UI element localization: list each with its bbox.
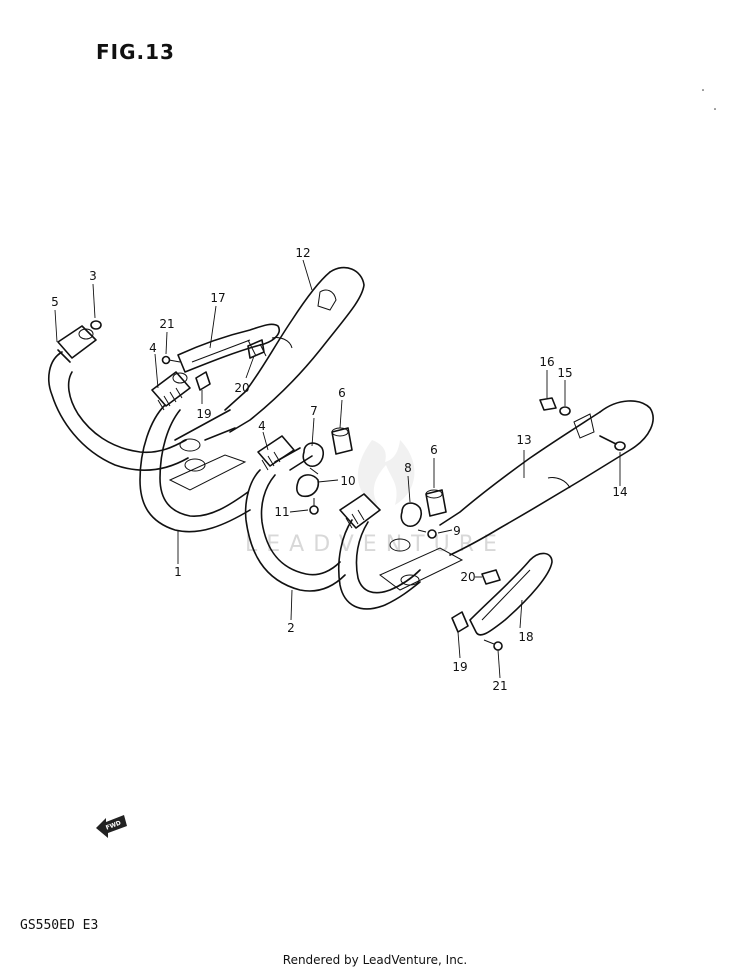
callout-14: 14 <box>612 485 627 499</box>
collar-part-6-upper <box>331 427 353 455</box>
nut-part-16 <box>539 397 557 411</box>
callout-4-middle: 4 <box>258 419 266 433</box>
speck <box>702 89 704 91</box>
callout-21-lower: 21 <box>492 679 507 693</box>
callout-4-left: 4 <box>149 341 157 355</box>
clamp-part-7 <box>302 442 325 475</box>
watermark-logo <box>357 440 415 505</box>
fwd-arrow-icon: FWD <box>96 815 127 838</box>
callout-12: 12 <box>295 246 310 260</box>
speck <box>714 108 716 110</box>
callout-9: 9 <box>453 524 461 538</box>
callout-20-upper: 20 <box>234 381 249 395</box>
callout-8: 8 <box>404 461 412 475</box>
flange-part-4-middle <box>257 435 295 471</box>
bolt-part-21-lower <box>483 639 503 651</box>
collar-part-6-lower <box>425 489 447 517</box>
figure-title: FIG.13 <box>96 40 175 64</box>
exhaust-pipe-right <box>337 519 464 610</box>
clamp-part-20-upper <box>247 339 265 359</box>
muffler-part-13 <box>439 400 654 556</box>
footer-credit: Rendered by LeadVenture, Inc. <box>282 953 468 967</box>
muffler-part-12 <box>224 266 365 433</box>
gasket-part-3 <box>90 320 102 330</box>
callout-20-lower: 20 <box>460 570 475 584</box>
callout-labels: 5 3 4 21 17 20 19 12 6 7 4 10 11 1 2 8 6… <box>51 246 627 693</box>
exhaust-pipe-2 <box>244 447 346 592</box>
clamp-part-20-lower <box>481 569 501 585</box>
callout-10: 10 <box>340 474 355 488</box>
callout-19-lower: 19 <box>452 660 467 674</box>
flange-part-4-left <box>151 371 191 411</box>
bolt-part-14 <box>599 435 626 451</box>
callout-7: 7 <box>310 404 318 418</box>
callout-11: 11 <box>274 505 289 519</box>
bolt-part-21-upper <box>161 355 181 365</box>
callout-6-lower: 6 <box>430 443 438 457</box>
callout-2: 2 <box>287 621 295 635</box>
flange-part-4-right <box>339 493 381 529</box>
callout-3: 3 <box>89 269 97 283</box>
callout-15: 15 <box>557 366 572 380</box>
bolt-part-11 <box>309 498 319 515</box>
callout-19-upper: 19 <box>196 407 211 421</box>
clamp-part-8 <box>400 502 423 527</box>
clamp-part-10 <box>296 474 320 498</box>
callout-17: 17 <box>210 291 225 305</box>
washer-part-15 <box>559 406 571 416</box>
heat-shield-part-18 <box>469 552 553 636</box>
callout-21-upper: 21 <box>159 317 174 331</box>
clamp-part-19-upper <box>195 371 211 391</box>
callout-6-upper: 6 <box>338 386 346 400</box>
callout-18: 18 <box>518 630 533 644</box>
model-code: GS550ED E3 <box>20 918 99 933</box>
bolt-part-9 <box>417 529 437 539</box>
clamp-part-19-lower <box>451 611 469 633</box>
exhaust-pipe-1 <box>48 351 251 533</box>
flange-part-5 <box>57 325 97 363</box>
fwd-label: FWD <box>105 820 122 832</box>
callout-16: 16 <box>539 355 554 369</box>
leader-lines <box>54 259 621 679</box>
callout-1: 1 <box>174 565 182 579</box>
callout-5: 5 <box>51 295 59 309</box>
callout-13: 13 <box>516 433 531 447</box>
